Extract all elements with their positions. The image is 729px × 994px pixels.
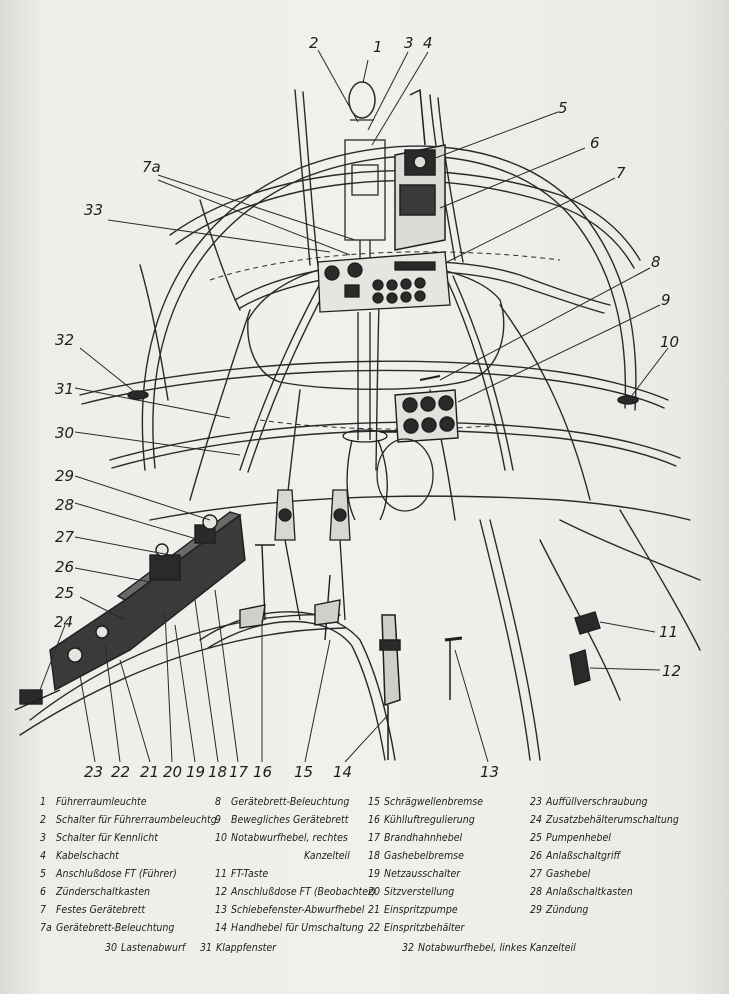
callout-27: 27 bbox=[55, 528, 75, 546]
callout-22: 22 bbox=[111, 763, 130, 781]
fixed-instrument-panel bbox=[317, 251, 451, 313]
jettison-levers bbox=[127, 390, 639, 405]
callout-labels: 1 2 3 4 5 6 7 7a 8 9 10 11 12 13 14 15 1… bbox=[54, 34, 681, 781]
callout-31: 31 bbox=[55, 380, 74, 398]
callout-33: 33 bbox=[84, 201, 103, 219]
canopy-frame bbox=[19, 89, 701, 761]
callout-10: 10 bbox=[660, 333, 679, 351]
callout-11: 11 bbox=[659, 623, 678, 641]
leader-lines bbox=[39, 49, 669, 763]
callout-26: 26 bbox=[55, 558, 74, 576]
connector-box-ft bbox=[394, 88, 446, 251]
throttle-console bbox=[14, 511, 246, 711]
round-disc bbox=[376, 438, 434, 512]
callout-30: 30 bbox=[55, 424, 74, 442]
dome-dashed-lines bbox=[209, 251, 561, 430]
callout-19: 19 bbox=[186, 763, 205, 781]
callout-2: 2 bbox=[309, 34, 319, 52]
callout-15: 15 bbox=[294, 763, 313, 781]
callout-3: 3 bbox=[404, 34, 414, 52]
callout-12: 12 bbox=[662, 662, 681, 680]
callout-17: 17 bbox=[229, 763, 249, 781]
callout-21: 21 bbox=[140, 763, 159, 781]
hand-lever bbox=[379, 614, 401, 760]
central-column bbox=[342, 312, 388, 521]
ft-key-and-socket bbox=[569, 611, 601, 686]
callout-25: 25 bbox=[55, 584, 74, 602]
movable-instrument-panel bbox=[380, 375, 459, 443]
callout-1: 1 bbox=[373, 38, 383, 56]
callout-13: 13 bbox=[480, 763, 499, 781]
callout-29: 29 bbox=[55, 467, 74, 485]
callout-6: 6 bbox=[590, 134, 600, 152]
callout-20: 20 bbox=[163, 763, 182, 781]
callout-23: 23 bbox=[84, 763, 103, 781]
callout-14: 14 bbox=[333, 763, 352, 781]
callout-8: 8 bbox=[651, 253, 661, 271]
callout-9: 9 bbox=[661, 291, 671, 309]
callout-28: 28 bbox=[55, 496, 74, 514]
callout-5: 5 bbox=[558, 99, 568, 117]
callout-16: 16 bbox=[253, 763, 272, 781]
legend-item: Kanzelteil bbox=[304, 850, 350, 862]
callout-18: 18 bbox=[208, 763, 227, 781]
callout-4: 4 bbox=[423, 34, 433, 52]
callout-32: 32 bbox=[55, 331, 74, 349]
cockpit-light bbox=[348, 81, 376, 119]
rudder-pedals bbox=[274, 489, 351, 621]
callout-24: 24 bbox=[54, 613, 73, 631]
callout-7: 7 bbox=[616, 164, 626, 182]
callout-7a: 7a bbox=[142, 158, 161, 176]
window-jettison-lever bbox=[444, 636, 463, 700]
floor-levers bbox=[239, 544, 341, 641]
